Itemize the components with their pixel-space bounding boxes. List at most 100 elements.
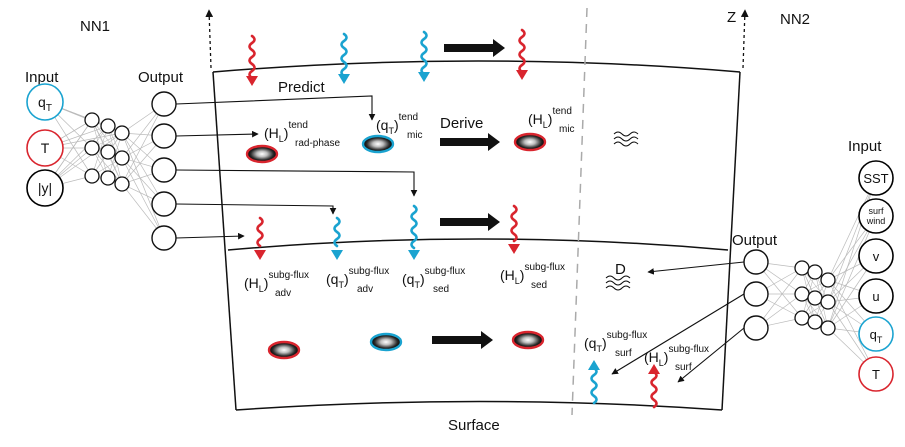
nn2-input-node — [858, 356, 894, 392]
squiggle-line — [613, 136, 639, 142]
squiggle-line — [605, 275, 631, 281]
connector-arrow — [647, 261, 745, 275]
droplet-shape — [267, 340, 301, 360]
flux-arrow — [588, 360, 600, 405]
nn1-link — [121, 103, 165, 185]
droplet — [369, 332, 403, 352]
nn2-input-node — [858, 278, 894, 314]
nn2-hidden-node — [807, 264, 823, 280]
nn1-output-node — [151, 191, 177, 217]
droplet-shape — [511, 330, 545, 350]
nn2-input-text: v — [873, 249, 880, 264]
nn1-input-text: |y| — [38, 180, 52, 196]
nn2-link — [827, 177, 877, 281]
nn1-link — [91, 119, 123, 159]
z-axis-label: Z — [727, 9, 736, 26]
droplet — [245, 144, 279, 164]
process-arrow — [440, 133, 500, 151]
flux-arrow — [508, 204, 520, 254]
droplet-shape — [369, 332, 403, 352]
flux-wave — [510, 204, 518, 243]
flux-wave — [590, 366, 598, 405]
flux-arrowhead — [648, 364, 660, 374]
nn2-hidden-node — [794, 286, 810, 302]
flux-arrow — [246, 34, 258, 86]
connector-arrow — [175, 95, 376, 121]
nn2-input-text: SST — [863, 171, 888, 186]
term-labels: (HL)tendrad-phase(qT)tendmic(HL)tendmic(… — [244, 106, 709, 373]
flux-wave — [340, 32, 348, 78]
squiggle-line — [605, 280, 631, 286]
nn1-output-node — [151, 91, 177, 117]
nn1-hidden-node — [84, 140, 100, 156]
connector-arrows — [175, 95, 745, 383]
droplet-shape — [513, 132, 547, 152]
term-subscript: mic — [559, 124, 575, 135]
connector-arrow — [175, 232, 245, 240]
flux-wave — [248, 34, 256, 80]
term-text: (qT)subg-flux — [402, 266, 465, 290]
term-text: (qT)subg-flux — [326, 266, 389, 290]
flux-arrow — [408, 204, 420, 260]
connector-arrow — [175, 169, 418, 197]
nn2-output-node — [743, 315, 769, 341]
nn1-link — [91, 125, 109, 177]
droplet — [511, 330, 545, 350]
nn2-link — [827, 215, 877, 329]
nn2-input-node — [858, 316, 894, 352]
flux-wave — [410, 204, 418, 250]
nn2-input-text: u — [872, 289, 879, 304]
domain-right-edge — [721, 71, 741, 411]
droplet — [361, 134, 395, 154]
nn1-hidden-node — [114, 150, 130, 166]
term-text: (HL)subg-flux — [500, 262, 565, 286]
droplets — [245, 132, 547, 360]
nn2-link — [827, 177, 877, 303]
flux-arrow — [254, 216, 266, 260]
nn2-input-node — [858, 198, 894, 234]
flux-arrowhead — [516, 70, 528, 80]
nn1-hidden-node — [84, 168, 100, 184]
flux-wave — [518, 28, 526, 74]
term-subscript: adv — [275, 288, 291, 299]
connector-arrow — [677, 327, 745, 383]
nn1-input-label: Input — [25, 69, 59, 86]
right-dotted-axis — [740, 9, 749, 69]
droplet-shape — [361, 134, 395, 154]
term-subscript: mic — [407, 130, 423, 141]
squiggle-line — [605, 285, 631, 291]
term-text: (qT)tend — [376, 112, 418, 136]
divider-dashed-line — [571, 7, 588, 416]
term-text: (qT)subg-flux — [584, 330, 647, 354]
droplet-shape — [245, 144, 279, 164]
flux-arrowhead — [246, 76, 258, 86]
nn2-output-node — [743, 249, 769, 275]
nn2-input-text: wind — [866, 216, 886, 226]
nn1-link — [121, 132, 165, 239]
flux-arrow — [338, 32, 350, 84]
d-label: D — [615, 261, 626, 278]
term-text: (HL)subg-flux — [644, 344, 709, 368]
droplet — [267, 340, 301, 360]
nn1-link — [91, 147, 123, 185]
term-subscript: rad-phase — [295, 138, 340, 149]
domain-bottom-boundary — [235, 400, 723, 411]
nn2-output-label: Output — [732, 232, 778, 249]
nn2-title: NN2 — [780, 11, 810, 28]
process-arrow — [440, 213, 500, 231]
squiggle-line — [613, 131, 639, 137]
term-text: (HL)tend — [528, 106, 572, 130]
nn1-link — [121, 132, 165, 205]
flux-arrowhead — [588, 360, 600, 370]
flux-arrowhead — [418, 72, 430, 82]
nn1-output-node — [151, 123, 177, 149]
flux-arrow — [648, 364, 660, 409]
nn2-output-node — [743, 281, 769, 307]
nn1-hidden-node — [114, 176, 130, 192]
connector-arrow — [175, 203, 337, 215]
